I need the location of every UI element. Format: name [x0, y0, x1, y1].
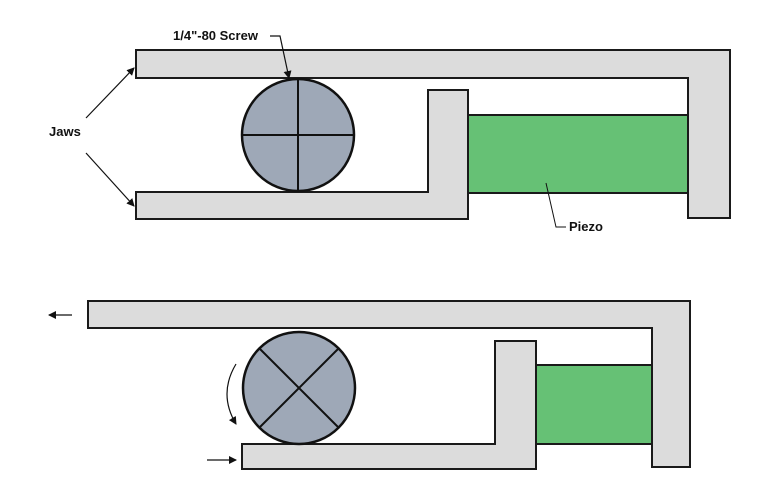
bottom-screw [241, 330, 357, 446]
jaws-arrow-upper [85, 67, 135, 119]
jaws-arrow-lower [85, 152, 135, 207]
top-screw [240, 77, 356, 193]
screw-rotation-arrow [226, 363, 237, 425]
jaws-label: Jaws [49, 124, 81, 139]
top-assembly: 1/4"-80 Screw Jaws Piezo [49, 28, 731, 234]
bottom-assembly [48, 300, 691, 470]
screw-leader [270, 35, 292, 79]
bottom-lower-jaw [241, 340, 537, 470]
bottom-upper-jaw [87, 300, 691, 468]
piezo-leader [545, 182, 566, 228]
screw-label: 1/4"-80 Screw [173, 28, 259, 43]
top-piezo-block [467, 114, 689, 194]
top-upper-jaw [135, 49, 731, 219]
top-lower-jaw [135, 89, 469, 220]
bottom-screw-diagonal-slot-b [258, 347, 340, 429]
bottom-piezo-block [535, 364, 653, 445]
piezo-label: Piezo [569, 219, 603, 234]
